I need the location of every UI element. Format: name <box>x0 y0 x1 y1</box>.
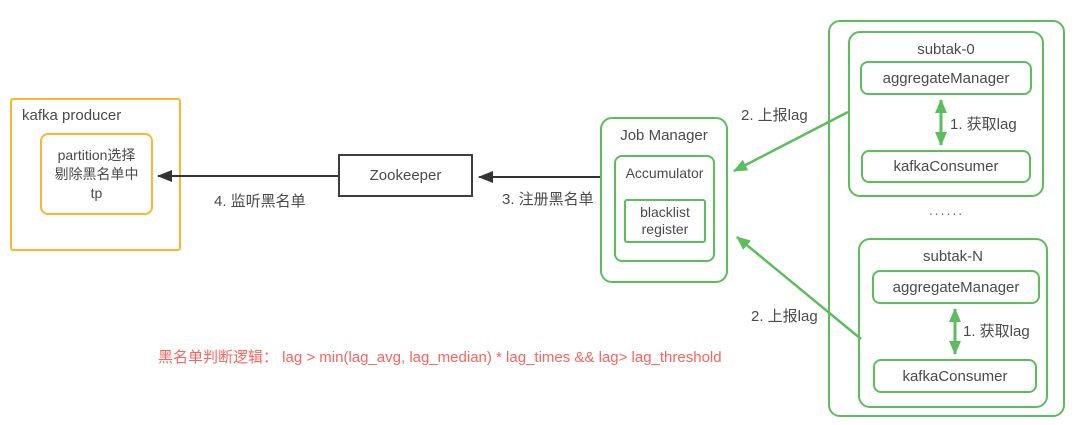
subtask-0-kafka-consumer-box: kafkaConsumer <box>861 150 1031 183</box>
partition-select-text: partition选择 剔除黑名单中 tp <box>54 146 139 201</box>
label-report-lag-bottom: 2. 上报lag <box>751 308 818 325</box>
label-get-lag-bottom: 1. 获取lag <box>963 323 1030 340</box>
label-report-lag-top: 2. 上报lag <box>741 107 808 124</box>
partition-select-box: partition选择 剔除黑名单中 tp <box>40 133 153 215</box>
subtask-0-title: subtak-0 <box>917 41 975 58</box>
subtask-n-kafka-consumer-box: kafkaConsumer <box>873 359 1037 393</box>
cluster-ellipsis: ...... <box>928 202 965 218</box>
label-get-lag-top: 1. 获取lag <box>950 116 1017 133</box>
accumulator-title: Accumulator <box>625 165 704 181</box>
subtask-0-aggregate-manager-label: aggregateManager <box>882 69 1010 87</box>
label-listen-blacklist: 4. 监听黑名单 <box>214 193 306 210</box>
subtask-n-aggregate-manager-label: aggregateManager <box>892 278 1020 296</box>
blacklist-register-box: blacklist register <box>624 199 706 243</box>
zookeeper-title: Zookeeper <box>369 167 442 184</box>
subtask-0-aggregate-manager-box: aggregateManager <box>860 61 1032 95</box>
blacklist-register-text: blacklist register <box>640 204 690 237</box>
subtask-n-title: subtak-N <box>922 248 984 265</box>
job-manager-title: Job Manager <box>620 127 708 144</box>
zookeeper-box: Zookeeper <box>338 154 473 197</box>
subtask-n-aggregate-manager-box: aggregateManager <box>872 270 1040 304</box>
subtask-n-kafka-consumer-label: kafkaConsumer <box>902 367 1008 385</box>
label-register-blacklist: 3. 注册黑名单 <box>502 191 594 208</box>
subtask-0-kafka-consumer-label: kafkaConsumer <box>893 158 999 175</box>
kafka-producer-title: kafka producer <box>22 107 122 124</box>
blacklist-formula: 黑名单判断逻辑： lag > min(lag_avg, lag_median) … <box>158 349 722 366</box>
